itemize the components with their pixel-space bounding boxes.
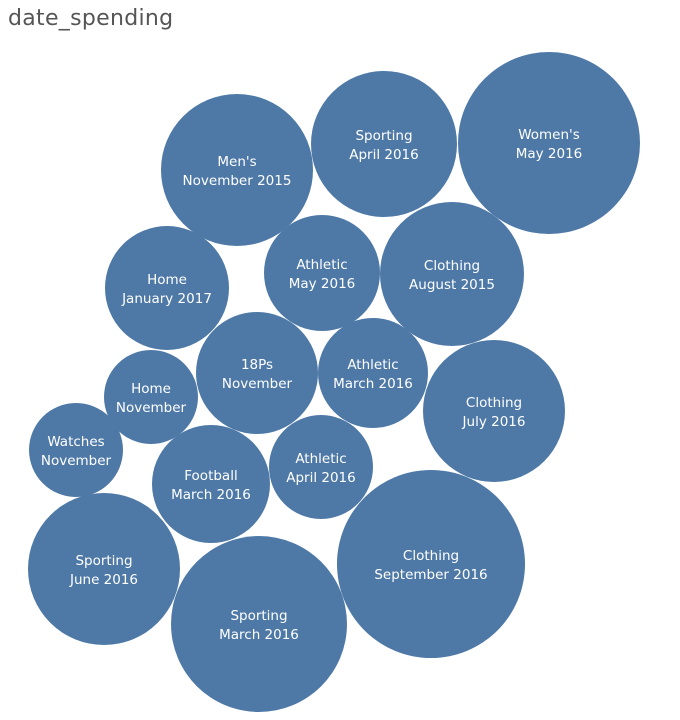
- chart-title: date_spending: [8, 6, 174, 31]
- bubble-category-label: 18Ps: [241, 357, 273, 373]
- bubble-circle[interactable]: [380, 202, 524, 346]
- bubble-date-label: September 2016: [374, 567, 487, 583]
- bubble-circle[interactable]: [318, 318, 428, 428]
- bubble-category-label: Football: [184, 468, 237, 484]
- bubble-category-label: Clothing: [403, 548, 459, 564]
- bubble-circle[interactable]: [105, 226, 229, 350]
- bubble-date-label: April 2016: [286, 470, 356, 486]
- bubble-category-label: Athletic: [347, 357, 398, 373]
- bubble-category-label: Watches: [47, 434, 104, 450]
- bubble-circle[interactable]: [269, 415, 373, 519]
- bubble-category-label: Sporting: [230, 608, 287, 624]
- bubble-date-label: June 2016: [69, 572, 138, 588]
- bubble-date-label: November 2015: [183, 173, 292, 189]
- bubble-circle[interactable]: [311, 71, 457, 217]
- bubble-date-label: November: [41, 453, 112, 469]
- bubble-circle[interactable]: [104, 350, 198, 444]
- bubble-category-label: Women's: [518, 127, 580, 143]
- bubble-circle[interactable]: [171, 536, 347, 712]
- bubble-date-label: March 2016: [333, 376, 413, 392]
- bubble-category-label: Sporting: [355, 128, 412, 144]
- bubble-circle[interactable]: [196, 312, 318, 434]
- bubble-date-label: July 2016: [462, 414, 526, 430]
- bubble-date-label: March 2016: [171, 487, 251, 503]
- bubble-category-label: Clothing: [466, 395, 522, 411]
- bubble-date-label: March 2016: [219, 627, 299, 643]
- bubble-date-label: May 2016: [289, 276, 356, 292]
- bubble-category-label: Sporting: [75, 553, 132, 569]
- bubble-category-label: Athletic: [296, 257, 347, 273]
- bubble-category-label: Athletic: [295, 451, 346, 467]
- bubble-circle[interactable]: [458, 52, 640, 234]
- bubble-date-label: May 2016: [516, 146, 583, 162]
- bubble-circle[interactable]: [337, 470, 525, 658]
- bubble-date-label: April 2016: [349, 147, 419, 163]
- bubble-circle[interactable]: [161, 94, 313, 246]
- bubble-category-label: Home: [147, 272, 187, 288]
- bubble-date-label: November: [116, 400, 187, 416]
- bubble-date-label: November: [222, 376, 293, 392]
- bubble-circle[interactable]: [423, 340, 565, 482]
- bubble-circle[interactable]: [152, 425, 270, 543]
- bubble-circle[interactable]: [28, 493, 180, 645]
- bubble-category-label: Men's: [217, 154, 256, 170]
- bubble-category-label: Clothing: [424, 258, 480, 274]
- bubble-category-label: Home: [131, 381, 171, 397]
- bubble-circle[interactable]: [264, 215, 380, 331]
- bubble-date-label: January 2017: [121, 291, 212, 307]
- bubble-date-label: August 2015: [409, 277, 495, 293]
- bubble-circle[interactable]: [29, 403, 123, 497]
